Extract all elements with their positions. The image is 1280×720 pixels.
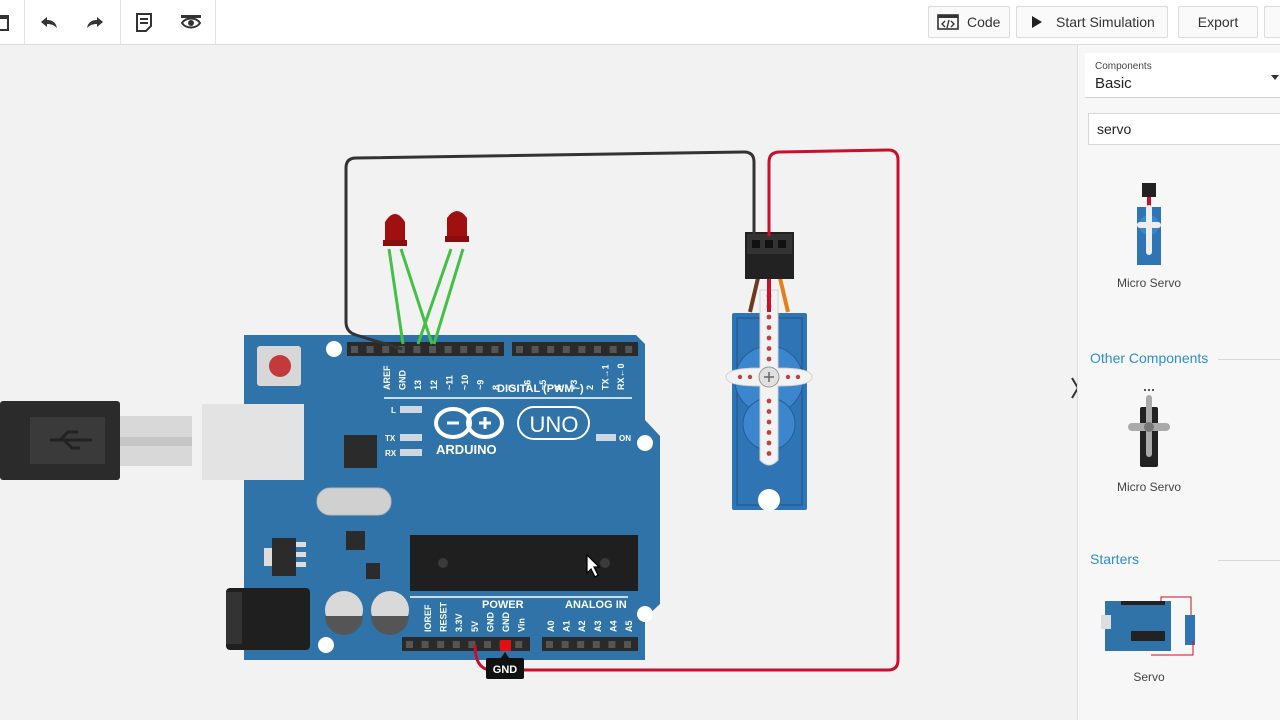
export-label: Export [1197, 14, 1239, 30]
arduino-logo-text: ARDUINO [436, 442, 497, 457]
pin-label: 5V [470, 621, 480, 632]
pin-label: GND [501, 612, 511, 633]
mouse-cursor-icon [586, 553, 601, 578]
pin-label: 3.3V [454, 613, 464, 632]
pin-label: TX→1 [600, 364, 610, 390]
pin-label: Vin [517, 618, 527, 632]
micro-servo-dark-thumbnail [1128, 389, 1170, 467]
rx-led-label: RX [385, 449, 397, 458]
pin-label: 8 [491, 385, 501, 390]
chevron-down-icon [1271, 75, 1279, 80]
components-dropdown[interactable]: Components Basic [1085, 53, 1280, 98]
components-dropdown-label: Components [1095, 61, 1152, 72]
export-button[interactable]: Export [1178, 6, 1258, 38]
pin-label: A0 [546, 620, 556, 632]
notes-button[interactable] [126, 0, 162, 44]
top-toolbar: Code Start Simulation Export [0, 0, 1280, 45]
redo-icon [87, 17, 103, 28]
undo-icon [41, 17, 57, 28]
l-led-label: L [391, 406, 396, 415]
pin-label: A1 [562, 620, 572, 632]
start-simulation-button[interactable]: Start Simulation [1016, 6, 1168, 38]
digital-pwm-label: DIGITAL (PWM~) [497, 383, 584, 395]
wire-gnd-black[interactable] [344, 150, 756, 351]
components-panel: Components Basic Micro Servo Other Compo… [1077, 45, 1280, 720]
code-button[interactable]: Code [928, 6, 1010, 38]
starter-servo[interactable]: Servo [1084, 595, 1214, 684]
starters-heading: Starters [1090, 551, 1140, 567]
notes-icon [136, 13, 152, 32]
pin-label: ~10 [460, 375, 470, 390]
undo-button[interactable] [30, 0, 68, 44]
visibility-button[interactable] [172, 0, 210, 44]
pin-label: ~11 [444, 375, 454, 390]
component-micro-servo-other[interactable]: Micro Servo [1084, 385, 1214, 494]
pin-label: AREF [382, 365, 392, 390]
arduino-uno-board[interactable] [226, 335, 660, 660]
code-icon [937, 14, 959, 30]
pin-label: ~5 [538, 380, 548, 390]
analog-in-label: ANALOG IN [565, 599, 627, 611]
power-label: POWER [482, 599, 524, 611]
led-red-1[interactable] [383, 214, 434, 345]
delete-button[interactable] [0, 0, 14, 44]
uno-label: UNO [530, 412, 579, 437]
pin-label: GND [398, 370, 408, 391]
pin-label: GND [485, 612, 495, 633]
pin-label: 12 [429, 380, 439, 390]
pin-label: A2 [577, 620, 587, 632]
pin-label: A5 [624, 620, 634, 632]
micro-servo[interactable] [725, 232, 813, 511]
tx-led-label: TX [385, 434, 396, 443]
redo-button[interactable] [76, 0, 114, 44]
start-simulation-label: Start Simulation [1056, 14, 1155, 30]
pin-label: 13 [413, 380, 423, 390]
pin-label: 2 [585, 385, 595, 390]
pin-label: A3 [593, 620, 603, 632]
starter-label: Servo [1133, 670, 1165, 684]
led-red-2[interactable] [416, 211, 469, 345]
gnd-tooltip: GND [493, 664, 518, 676]
servo-starter-thumbnail [1101, 596, 1195, 656]
components-dropdown-value: Basic [1095, 75, 1132, 92]
pin-label: ~9 [476, 380, 486, 390]
pin-label: IOREF [423, 604, 433, 632]
other-components-heading: Other Components [1090, 350, 1209, 366]
share-button-partial[interactable] [1264, 6, 1280, 38]
micro-servo-thumbnail [1137, 183, 1161, 265]
pin-label: ~6 [522, 380, 532, 390]
pin-label: 7 [507, 385, 517, 390]
component-label: Micro Servo [1116, 276, 1181, 290]
pin-label: A4 [608, 620, 618, 632]
component-micro-servo[interactable]: Micro Servo [1084, 181, 1214, 290]
code-label: Code [967, 14, 1001, 30]
on-led-label: ON [619, 434, 631, 443]
eye-icon [180, 15, 202, 29]
pin-label: ~3 [569, 380, 579, 390]
trash-icon [0, 15, 9, 31]
pin-label: RX←0 [616, 363, 626, 390]
play-icon [1032, 16, 1042, 28]
pin-label: RESET [439, 601, 449, 632]
component-label: Micro Servo [1116, 480, 1181, 494]
circuit-canvas[interactable]: ARDUINO UNO DIGITAL (PWM~) POWER ANALOG … [0, 45, 1076, 720]
pin-label: 4 [554, 385, 564, 390]
component-search-input[interactable] [1088, 113, 1280, 145]
